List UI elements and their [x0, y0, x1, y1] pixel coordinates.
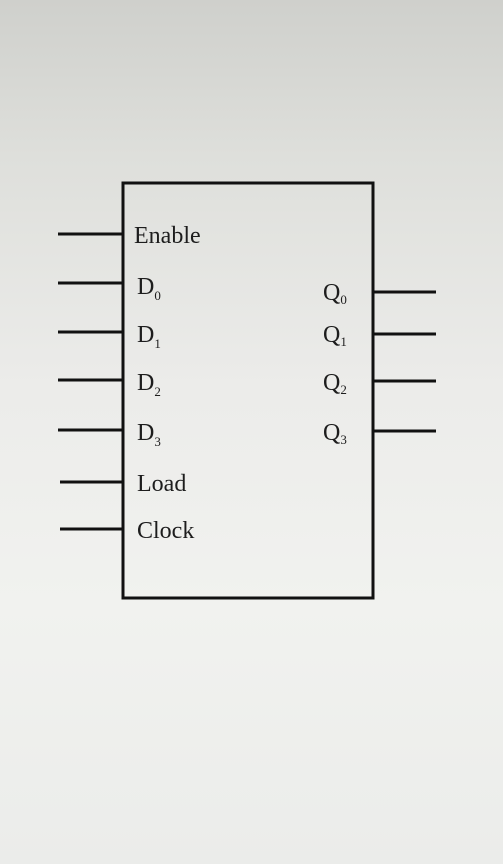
output-label-q1: Q1	[323, 322, 347, 349]
input-label-d1: D1	[137, 322, 161, 351]
input-label-enable: Enable	[134, 223, 201, 249]
register-block	[121, 181, 375, 600]
output-label-q2: Q2	[323, 370, 347, 397]
input-label-load: Load	[137, 471, 186, 497]
output-label-q0: Q0	[323, 280, 347, 307]
input-label-clock: Clock	[137, 518, 194, 544]
output-label-q3: Q3	[323, 420, 347, 447]
input-label-d0: D0	[137, 274, 161, 303]
input-label-d2: D2	[137, 370, 161, 399]
input-label-d3: D3	[137, 420, 161, 449]
